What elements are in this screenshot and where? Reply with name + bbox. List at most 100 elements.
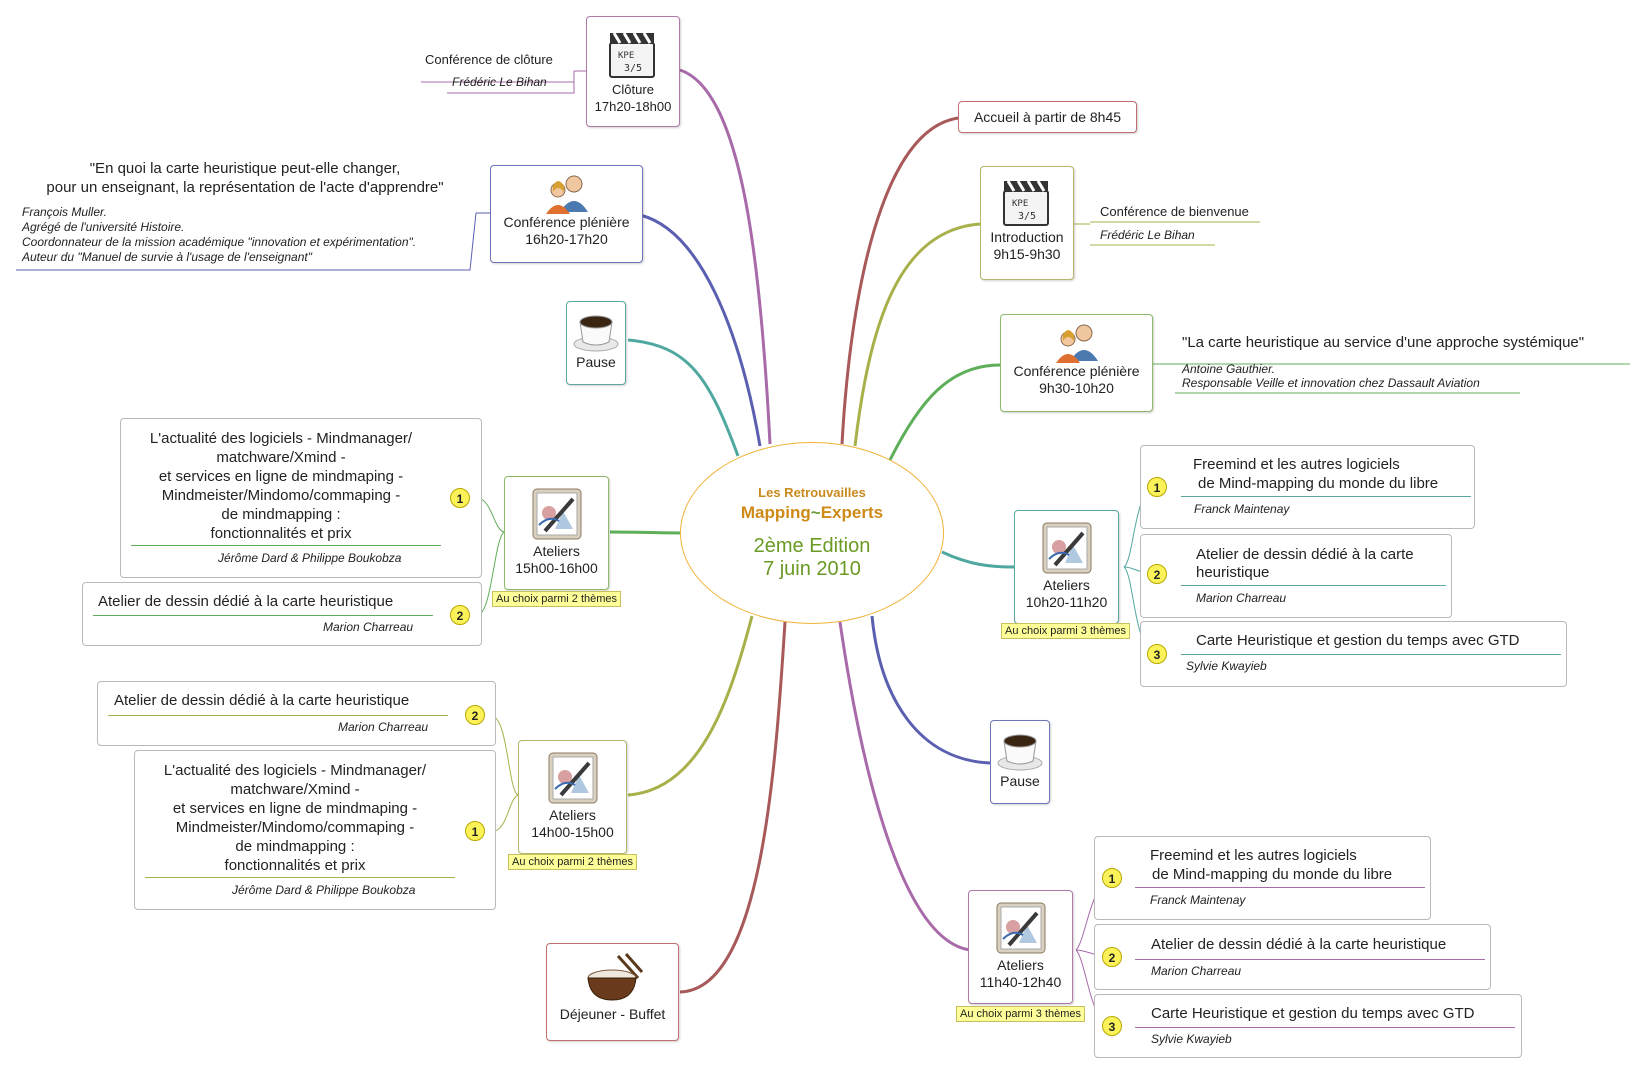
topic-label: Pause — [576, 354, 616, 370]
topic-ateliers-1400[interactable]: Ateliers 14h00-15h00 — [518, 740, 627, 854]
draw-tools-icon — [996, 902, 1045, 954]
topic-ateliers-1020[interactable]: Ateliers 10h20-11h20 — [1014, 510, 1119, 624]
topic-label: Introduction — [990, 229, 1064, 245]
topic-time: 10h20-11h20 — [1025, 594, 1108, 610]
draw-tools-icon — [548, 752, 597, 804]
branch-pause2 — [870, 615, 991, 765]
topic-dejeuner[interactable]: Déjeuner - Buffet — [546, 943, 679, 1041]
wave-icon: ~ — [810, 503, 821, 522]
number-badge: 2 — [465, 705, 485, 725]
number-badge: 3 — [1147, 644, 1167, 664]
branch-pleniere-pm — [639, 213, 762, 447]
coffee-cup-icon — [573, 315, 619, 352]
cloture-sub-author[interactable]: Frédéric Le Bihan — [452, 75, 547, 89]
logo-title: Les Retrouvailles — [758, 485, 866, 500]
topic-time: 17h20-18h00 — [594, 99, 672, 114]
note-choice: Au choix parmi 2 thèmes — [508, 854, 638, 870]
number-badge: 3 — [1102, 1016, 1122, 1036]
branch-dejeuner — [679, 621, 787, 994]
note-choice: Au choix parmi 2 thèmes — [492, 591, 622, 607]
coffee-cup-icon — [997, 734, 1043, 771]
number-badge: 2 — [1102, 947, 1122, 967]
topic-time: 9h15-9h30 — [993, 246, 1061, 262]
number-badge: 1 — [465, 821, 485, 841]
clapperboard-icon: KPE 3/5 — [609, 32, 655, 78]
pleniere-am-role[interactable]: Responsable Veille et innovation chez Da… — [1182, 376, 1480, 390]
draw-tools-icon — [532, 488, 581, 540]
topic-label: Conférence plénière — [503, 214, 630, 230]
atelier-1140-item-3[interactable]: Carte Heuristique et gestion du temps av… — [1094, 994, 1522, 1058]
note-choice: Au choix parmi 3 thèmes — [1001, 623, 1131, 639]
topic-accueil[interactable]: Accueil à partir de 8h45 — [958, 101, 1137, 133]
atelier-1020-item-2[interactable]: Atelier de dessin dédié à la carte heuri… — [1140, 534, 1452, 618]
topic-label: Déjeuner - Buffet — [559, 1006, 666, 1022]
atelier-1020-item-1[interactable]: Freemind et les autres logiciels de Mind… — [1140, 445, 1475, 529]
topic-time: 9h30-10h20 — [1039, 380, 1114, 396]
svg-text:KPE: KPE — [618, 51, 634, 61]
number-badge: 1 — [1147, 477, 1167, 497]
pleniere-pm-bio-2: Agrégé de l'université Histoire. — [22, 220, 185, 234]
branch-ateliers-1020 — [941, 550, 1015, 569]
topic-time: 11h40-12h40 — [979, 974, 1062, 990]
topic-cloture[interactable]: KPE 3/5 Clôture 17h20-18h00 — [586, 16, 680, 127]
edition-text: 2ème Edition 7 juin 2010 — [753, 535, 871, 580]
topic-time: 14h00-15h00 — [531, 824, 614, 840]
clapperboard-icon: KPE 3/5 — [1003, 180, 1049, 226]
introduction-sub-title[interactable]: Conférence de bienvenue — [1100, 204, 1249, 219]
pleniere-pm-bio-3: Coordonnateur de la mission académique "… — [22, 235, 417, 249]
pleniere-am-quote[interactable]: "La carte heuristique au service d'une a… — [1182, 334, 1585, 351]
rice-bowl-icon — [586, 953, 643, 1001]
topic-time: 15h00-16h00 — [515, 560, 598, 576]
number-badge: 1 — [450, 488, 470, 508]
people-icon — [1055, 324, 1098, 363]
cloture-sub-title[interactable]: Conférence de clôture — [425, 52, 553, 67]
branch-cloture — [679, 68, 772, 445]
central-topic[interactable]: Les Retrouvailles Mapping~Experts 2ème E… — [680, 442, 944, 624]
atelier-1400-item-2[interactable]: Atelier de dessin dédié à la carte heuri… — [97, 681, 496, 746]
note-choice: Au choix parmi 3 thèmes — [956, 1006, 1086, 1022]
topic-pause-2[interactable]: Pause — [990, 720, 1050, 804]
introduction-sub-author[interactable]: Frédéric Le Bihan — [1100, 228, 1195, 242]
number-badge: 2 — [450, 605, 470, 625]
draw-tools-icon — [1042, 522, 1091, 574]
atelier-1500-item-1[interactable]: L'actualité des logiciels - Mindmanager/… — [120, 418, 482, 578]
branch-pleniere-am — [888, 363, 1001, 461]
branch-ateliers-1140 — [838, 621, 971, 952]
topic-label: Ateliers — [997, 957, 1044, 973]
branch-ateliers-1400 — [627, 615, 754, 797]
atelier-1140-item-2[interactable]: Atelier de dessin dédié à la carte heuri… — [1094, 924, 1491, 990]
people-icon — [545, 175, 588, 214]
pleniere-pm-bio-4: Auteur du "Manuel de survie à l'usage de… — [22, 250, 312, 264]
logo-mapping-experts: Mapping~Experts — [740, 503, 884, 522]
atelier-1500-item-2[interactable]: Atelier de dessin dédié à la carte heuri… — [82, 582, 482, 646]
topic-ateliers-1140[interactable]: Ateliers 11h40-12h40 — [968, 890, 1073, 1004]
branch-accueil — [840, 116, 959, 445]
topic-label: Clôture — [612, 82, 654, 97]
number-badge: 1 — [1102, 868, 1122, 888]
branch-ateliers-1500 — [609, 530, 683, 535]
topic-pleniere-pm[interactable]: Conférence plénière 16h20-17h20 — [490, 165, 643, 263]
topic-label: Conférence plénière — [1013, 363, 1140, 379]
svg-text:3/5: 3/5 — [624, 63, 642, 74]
topic-label: Ateliers — [549, 807, 596, 823]
pleniere-pm-quote[interactable]: "En quoi la carte heuristique peut-elle … — [46, 160, 444, 196]
topic-label: Pause — [1000, 773, 1040, 789]
topic-label: Ateliers — [533, 543, 580, 559]
atelier-1020-item-3[interactable]: Carte Heuristique et gestion du temps av… — [1140, 621, 1567, 687]
number-badge: 2 — [1147, 564, 1167, 584]
topic-pause-1[interactable]: Pause — [566, 301, 626, 385]
topic-label: Accueil à partir de 8h45 — [973, 109, 1122, 125]
pleniere-am-speaker[interactable]: Antoine Gauthier. — [1182, 362, 1275, 376]
branch-pause1 — [627, 338, 740, 457]
topic-pleniere-am[interactable]: Conférence plénière 9h30-10h20 — [1000, 314, 1153, 412]
topic-time: 16h20-17h20 — [525, 231, 608, 247]
topic-ateliers-1500[interactable]: Ateliers 15h00-16h00 — [504, 476, 609, 590]
atelier-1140-item-1[interactable]: Freemind et les autres logiciels de Mind… — [1094, 836, 1431, 920]
svg-text:3/5: 3/5 — [1018, 211, 1036, 222]
pleniere-pm-bio-1: François Muller. — [22, 205, 107, 219]
atelier-1400-item-1[interactable]: L'actualité des logiciels - Mindmanager/… — [134, 750, 496, 910]
topic-introduction[interactable]: KPE 3/5 Introduction 9h15-9h30 — [980, 166, 1074, 280]
svg-text:KPE: KPE — [1012, 199, 1028, 209]
topic-label: Ateliers — [1043, 577, 1090, 593]
branch-introduction — [853, 222, 981, 447]
